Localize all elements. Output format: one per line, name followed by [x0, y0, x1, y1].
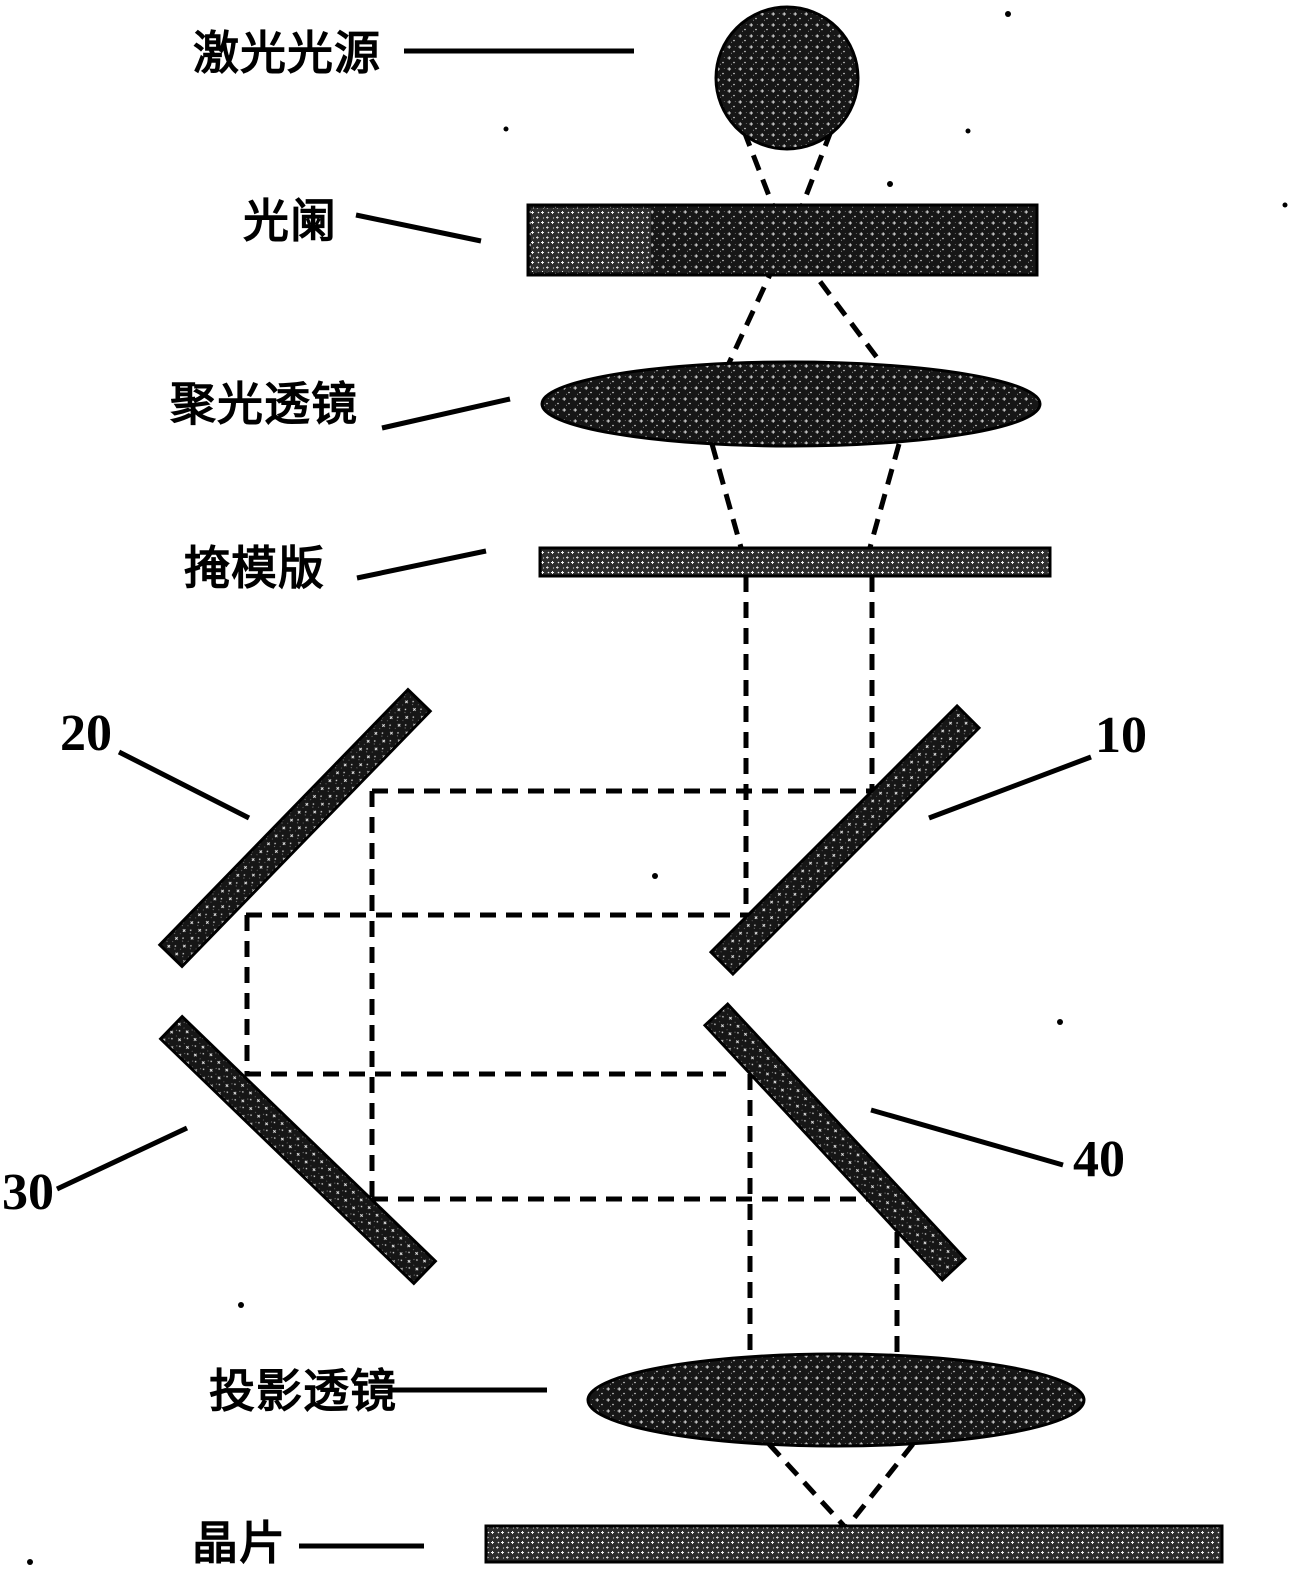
- noise-speck: [887, 181, 893, 187]
- mask-plate-leader-line: [356, 548, 487, 581]
- condenser-lens-label: 聚光透镜: [169, 379, 358, 430]
- projection-lens-shape: [586, 1352, 1086, 1448]
- mask-plate-label: 掩模版: [184, 543, 325, 594]
- light-ray-paths: [244, 130, 915, 1529]
- laser-source-label: 激光光源: [193, 28, 381, 79]
- noise-speck: [1005, 11, 1011, 17]
- noise-speck: [1282, 202, 1288, 208]
- aperture-light-section: [531, 208, 651, 272]
- noise-speck: [1057, 1019, 1063, 1025]
- aperture-label: 光阑: [243, 196, 337, 247]
- ray-condenser-to-mask-right: [866, 443, 902, 552]
- leader-lines: [55, 48, 1092, 1549]
- condenser-lens-shape: [540, 360, 1042, 448]
- ref-number-10: 10: [1095, 707, 1147, 764]
- ref-number-20: 20: [60, 705, 112, 762]
- scan-noise-specks: [27, 11, 1288, 1565]
- mirror-30-shape: [158, 1014, 438, 1286]
- ref-40-leader-line: [870, 1107, 1064, 1168]
- ray-condenser-to-mask-left: [709, 443, 745, 552]
- wafer-label: 晶片: [192, 1518, 286, 1569]
- mirror-20-shape: [157, 687, 433, 969]
- ray-aperture-to-condenser-left: [726, 238, 789, 365]
- aperture-leader-line: [355, 212, 482, 244]
- optical-components: [157, 5, 1224, 1564]
- condenser-lens-leader-line: [381, 396, 511, 431]
- ref-number-30: 30: [2, 1164, 54, 1221]
- component-labels: 激光光源 光阑 聚光透镜 掩模版 投影透镜 晶片: [169, 28, 397, 1569]
- ray-source-to-aperture-right: [786, 130, 834, 241]
- projection-lens-label: 投影透镜: [209, 1366, 397, 1417]
- noise-speck: [965, 128, 971, 134]
- ray-source-to-aperture-left: [741, 130, 789, 241]
- ref-30-leader-line: [55, 1125, 189, 1192]
- noise-speck: [27, 1559, 33, 1565]
- noise-speck: [503, 126, 509, 132]
- ray-projection-to-wafer-right: [845, 1442, 915, 1529]
- reference-number-labels: 20 10 30 40: [2, 705, 1147, 1221]
- mask-plate-shape: [538, 546, 1052, 578]
- ray-projection-to-wafer-left: [767, 1442, 847, 1529]
- wafer-shape: [484, 1524, 1224, 1564]
- laser-source-shape: [714, 5, 860, 151]
- ref-number-40: 40: [1073, 1131, 1125, 1188]
- noise-speck: [238, 1302, 244, 1308]
- ref-20-leader-line: [117, 749, 251, 821]
- mirror-40-shape: [702, 1002, 968, 1282]
- mirror-10-shape: [708, 703, 982, 977]
- noise-speck: [652, 873, 658, 879]
- ref-10-leader-line: [928, 754, 1092, 821]
